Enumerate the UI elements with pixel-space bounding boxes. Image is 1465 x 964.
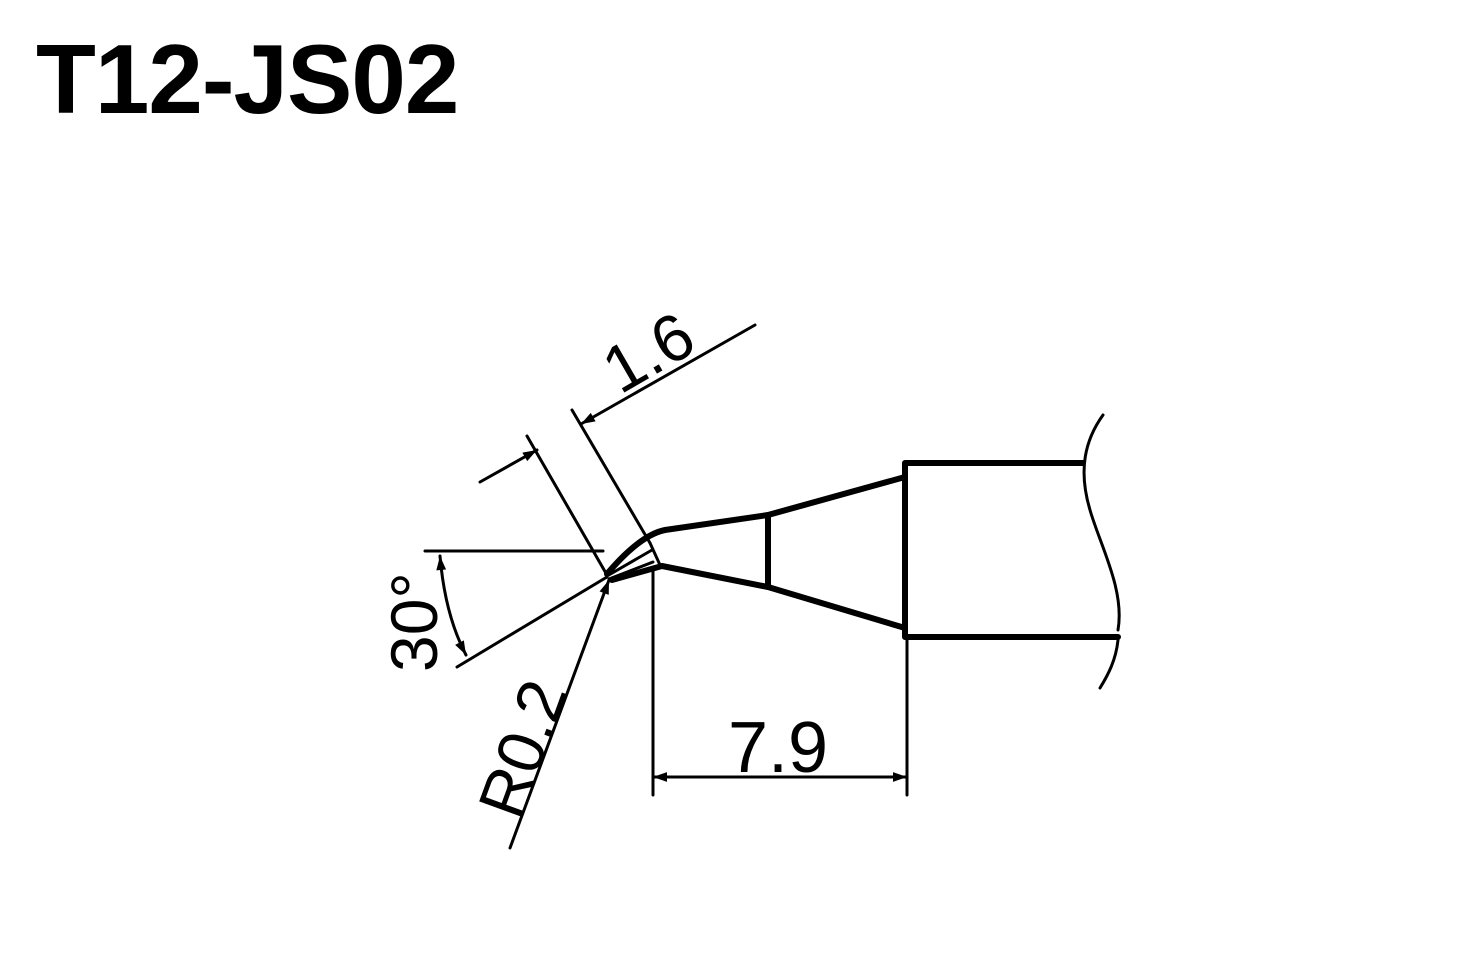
break-line-bottom xyxy=(1098,638,1120,690)
drawing-title: T12-JS02 xyxy=(36,24,459,134)
dimension-width: 1.6 xyxy=(478,297,757,577)
break-line-top xyxy=(1082,413,1121,632)
shank-body xyxy=(902,460,1121,640)
dimension-length: 7.9 xyxy=(651,565,909,797)
dimension-radius-label: R0.2 xyxy=(464,670,581,826)
cone-lower xyxy=(609,563,908,631)
dimension-angle-label: 30° xyxy=(377,572,451,672)
dimension-angle: 30° xyxy=(377,549,609,672)
tip-facets xyxy=(605,541,662,581)
dimension-length-label: 7.9 xyxy=(728,708,828,788)
dimension-width-label: 1.6 xyxy=(590,297,706,407)
cone-upper xyxy=(604,474,908,577)
tip-outline xyxy=(604,413,1121,690)
